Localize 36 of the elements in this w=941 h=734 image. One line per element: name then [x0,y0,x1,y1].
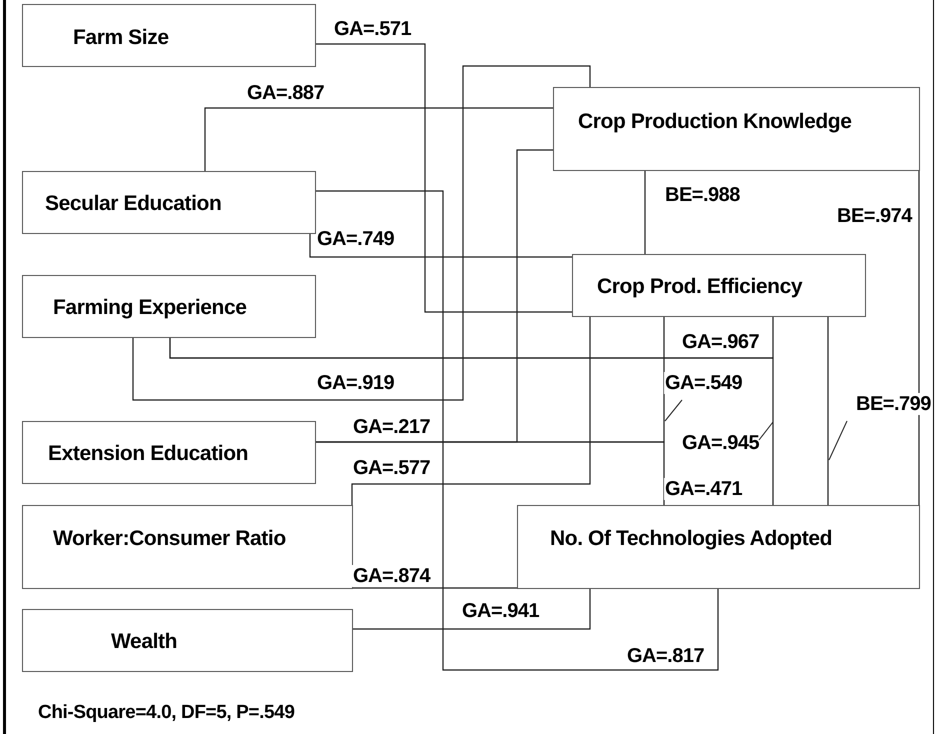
path-line [827,316,829,505]
path-line [315,441,665,505]
path-line [351,316,591,505]
edge-label: GA=.549 [664,372,744,394]
edge-label: GA=.471 [664,478,744,500]
variable-box [22,609,353,672]
variable-name: Farming Experience [53,296,247,320]
path-line [644,170,646,254]
variable-name: Wealth [111,630,178,654]
variable-name: Crop Production Knowledge [578,110,852,134]
variable-box [572,254,866,317]
edge-label: BE=.799 [855,393,932,415]
variable-box [22,275,316,338]
path-line [315,190,719,671]
path-line [352,587,517,589]
path-line [169,337,774,505]
variable-name: Crop Prod. Efficiency [597,275,802,299]
path-line [352,588,591,630]
path-line [309,233,572,258]
variable-name: No. Of Technologies Adopted [550,527,832,551]
variable-name: Secular Education [45,192,222,216]
path-line [204,107,553,171]
path-line [918,170,920,505]
variable-name: Worker:Consumer Ratio [53,527,286,551]
edge-label: GA=.874 [352,565,432,587]
variable-box [22,4,316,67]
path-line [132,65,591,401]
variable-name: Farm Size [73,26,169,50]
variable-box [22,171,316,234]
fit-statistics-note: Chi-Square=4.0, DF=5, P=.549 [38,702,295,724]
variable-name: Extension Education [48,442,248,466]
variable-box [22,505,353,589]
path-line [315,43,572,313]
variable-box [517,505,920,589]
variable-box [22,421,316,484]
variable-box [553,87,920,171]
